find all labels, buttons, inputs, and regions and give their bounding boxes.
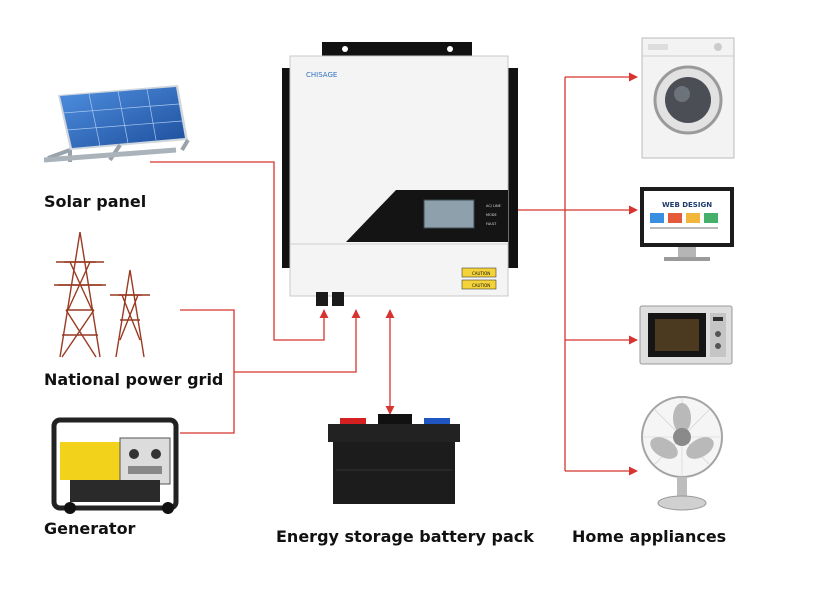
national-power-grid-label: National power grid — [44, 370, 224, 389]
generator-image — [51, 417, 179, 514]
microwave-image — [639, 305, 733, 365]
generator-label: Generator — [44, 519, 136, 538]
washing-machine-image — [641, 37, 735, 159]
monitor-image — [640, 187, 734, 261]
fan-image — [641, 396, 723, 511]
battery-image — [328, 414, 460, 504]
inverter-button-label-fault: FAULT — [486, 222, 497, 226]
home-appliances-label: Home appliances — [572, 527, 727, 546]
connector-lines — [150, 72, 638, 476]
inverter-image — [282, 42, 518, 306]
inverter-caution-label-2: CAUTION — [472, 283, 490, 288]
inverter-brand-logo: CHISAGE — [306, 71, 337, 79]
inverter-caution-label-1: CAUTION — [472, 271, 490, 276]
solar-panel-image — [43, 85, 190, 163]
solar-to-inverter-line — [150, 161, 329, 341]
solar-panel-label: Solar panel — [44, 192, 147, 211]
grid-generator-to-inverter-line — [234, 309, 361, 373]
inverter-button-label-mode: MODE — [486, 213, 497, 217]
energy-storage-battery-pack-label: Energy storage battery pack — [276, 527, 534, 546]
monitor-screen-heading: WEB DESIGN — [662, 201, 712, 209]
inverter-button-label-ac-line: AC/ LINE — [486, 204, 501, 208]
power-grid-towers-image — [54, 231, 150, 358]
